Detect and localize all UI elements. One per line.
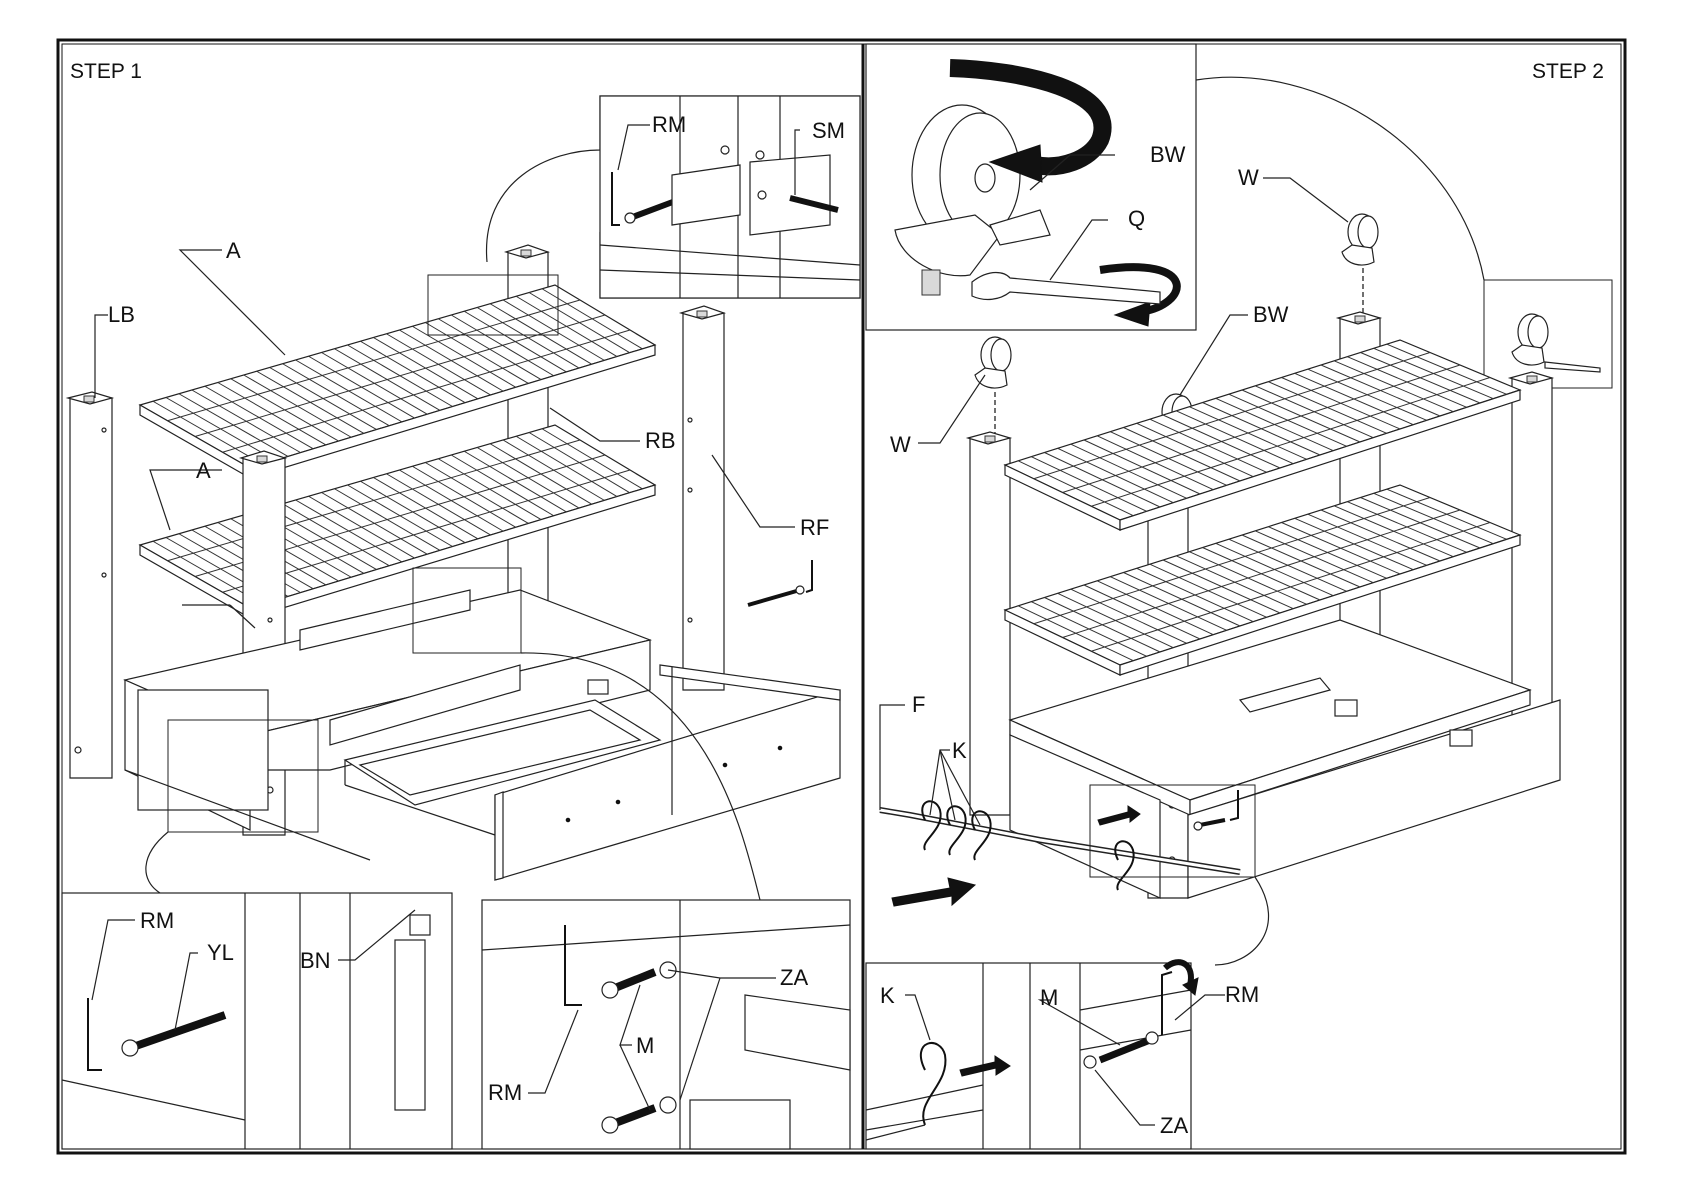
detail-top-RM-SM	[428, 96, 860, 335]
label-LB: LB	[108, 302, 135, 327]
detail-top-label-RM: RM	[652, 112, 686, 137]
detail-b2-label-M: M	[1040, 985, 1058, 1010]
detail-br-label-RM: RM	[488, 1080, 522, 1105]
detail-bl-label-BN: BN	[300, 948, 331, 973]
detail-bl-label-RM: RM	[140, 908, 174, 933]
detail-top2-label-BW: BW	[1150, 142, 1186, 167]
label-F: F	[912, 692, 925, 717]
leg-LB	[68, 392, 112, 778]
detail-br-label-ZA: ZA	[780, 965, 808, 990]
caster-W-top	[1263, 178, 1378, 318]
label-RF: RF	[800, 515, 829, 540]
label-BW-center: BW	[1253, 302, 1289, 327]
label-W-left: W	[890, 432, 911, 457]
label-A-mid: A	[196, 458, 211, 483]
detail-top2-label-Q: Q	[1128, 206, 1145, 231]
detail-top-label-SM: SM	[812, 118, 845, 143]
leg-RF	[681, 306, 724, 690]
bolt-RF	[748, 560, 812, 605]
detail-top-BW-Q	[866, 44, 1612, 388]
label-A-top: A	[226, 238, 241, 263]
detail-b2-label-K: K	[880, 983, 895, 1008]
step1-title: STEP 1	[70, 60, 142, 83]
detail-bl-label-YL: YL	[207, 940, 234, 965]
step2-shelf-top	[1005, 340, 1520, 530]
detail-b2-label-RM: RM	[1225, 982, 1259, 1007]
caster-W-left	[918, 337, 1011, 443]
label-W-top: W	[1238, 165, 1259, 190]
label-RB: RB	[645, 428, 676, 453]
step2-title: STEP 2	[1532, 60, 1604, 83]
detail-b2-label-ZA: ZA	[1160, 1113, 1188, 1138]
caster-detail-right	[1512, 314, 1600, 372]
push-arrow	[892, 878, 975, 906]
label-K: K	[952, 738, 967, 763]
detail-br-label-M: M	[636, 1033, 654, 1058]
